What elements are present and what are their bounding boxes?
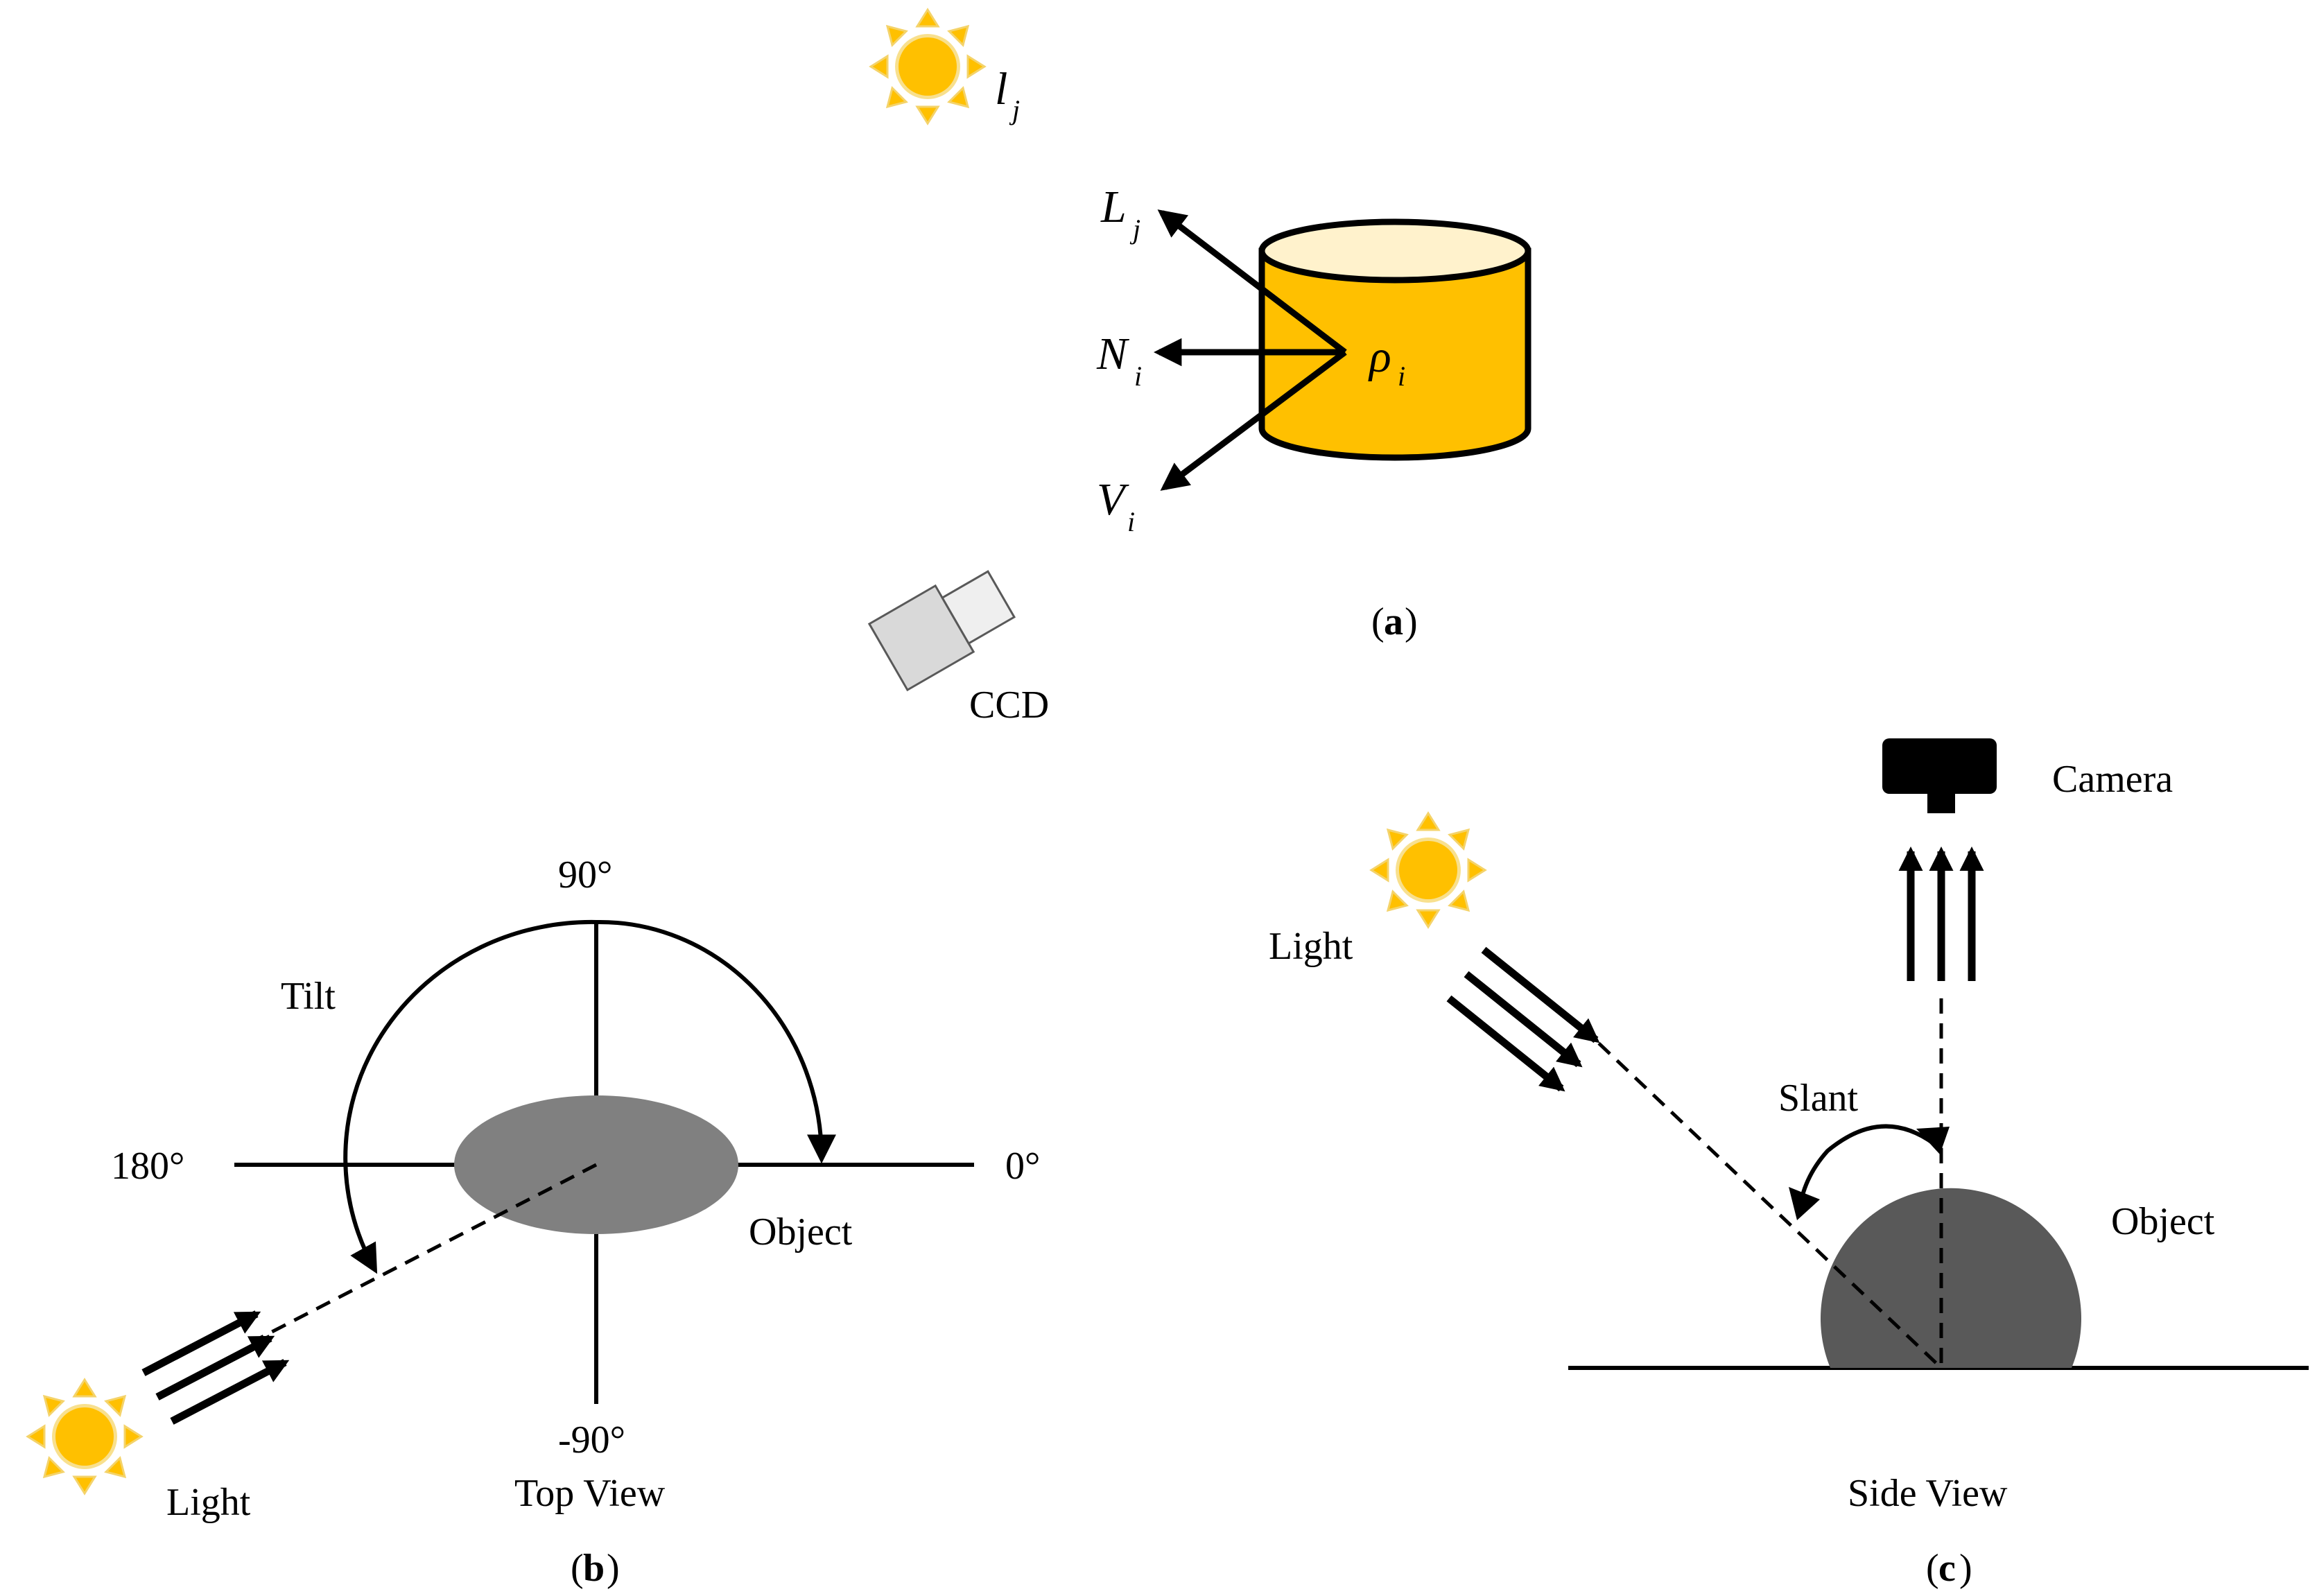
light-direction-dashed bbox=[252, 1163, 598, 1344]
vector-n-subscript: i bbox=[1134, 361, 1142, 392]
light-source-sun-icon bbox=[26, 1378, 143, 1495]
tilt-arc-right bbox=[596, 919, 836, 1164]
light-source-sun-icon bbox=[1370, 812, 1486, 928]
camera-label: Camera bbox=[2052, 758, 2173, 801]
top-view-label: Top View bbox=[514, 1472, 666, 1515]
light-label: Light bbox=[166, 1481, 251, 1524]
light-direction-arrow bbox=[1157, 209, 1347, 355]
caption-a-close: ) bbox=[1405, 600, 1418, 643]
light-label: l bbox=[995, 64, 1007, 114]
light-direction-dashed bbox=[1579, 1025, 1943, 1369]
camera-icon bbox=[1882, 738, 1997, 813]
ccd-label: CCD bbox=[969, 684, 1049, 727]
caption-b-close: ) bbox=[607, 1547, 620, 1590]
panel-a: l j L j N i V i ρ i CCD ( a ) bbox=[867, 8, 1531, 727]
caption-a-letter: a bbox=[1384, 600, 1403, 643]
caption-c-letter: c bbox=[1938, 1547, 1956, 1590]
slant-arc-head-right bbox=[1916, 1127, 1950, 1154]
angle-0-label: 0° bbox=[1005, 1145, 1040, 1188]
tilt-arc-left bbox=[343, 919, 597, 1274]
caption-b-letter: b bbox=[583, 1547, 605, 1590]
light-source-sun-icon bbox=[869, 8, 986, 125]
vector-v-subscript: i bbox=[1127, 506, 1135, 537]
slant-arc bbox=[1797, 1124, 1943, 1214]
light-label: Light bbox=[1269, 925, 1353, 968]
albedo-subscript: i bbox=[1398, 361, 1405, 392]
ccd-camera-icon bbox=[867, 570, 1016, 692]
caption-c-open: ( bbox=[1926, 1547, 1939, 1590]
object-label: Object bbox=[2111, 1200, 2215, 1243]
light-rays-arrows bbox=[141, 1310, 290, 1425]
angle-90-label: 90° bbox=[558, 853, 612, 896]
caption-c-close: ) bbox=[1959, 1547, 1972, 1590]
vector-l-label: L bbox=[1100, 182, 1127, 232]
object-label: Object bbox=[749, 1211, 853, 1254]
panel-b: 90° 180° 0° -90° Tilt Object Light Top V… bbox=[26, 853, 1040, 1590]
cylinder-object bbox=[1258, 218, 1531, 461]
vector-l-subscript: j bbox=[1129, 214, 1140, 245]
light-label-subscript: j bbox=[1009, 94, 1020, 125]
slant-arc-head-left bbox=[1789, 1187, 1820, 1220]
view-direction-arrow bbox=[1160, 349, 1347, 491]
slant-label: Slant bbox=[1778, 1077, 1859, 1120]
angle-180-label: 180° bbox=[111, 1145, 184, 1188]
albedo-label: ρ bbox=[1368, 331, 1391, 382]
caption-b-open: ( bbox=[571, 1547, 584, 1590]
panel-c: Camera Light Slant Object Side View ( bbox=[1269, 738, 2309, 1590]
side-view-label: Side View bbox=[1848, 1472, 2008, 1515]
angle-minus90-label: -90° bbox=[558, 1419, 625, 1461]
light-rays-arrows bbox=[1446, 946, 1600, 1092]
reflected-rays-arrows bbox=[1898, 846, 1984, 981]
caption-a-open: ( bbox=[1371, 600, 1385, 643]
vector-v-label: V bbox=[1097, 474, 1129, 525]
vector-n-label: N bbox=[1096, 329, 1130, 379]
object-dome bbox=[1821, 1188, 2081, 1368]
tilt-label: Tilt bbox=[281, 975, 336, 1018]
